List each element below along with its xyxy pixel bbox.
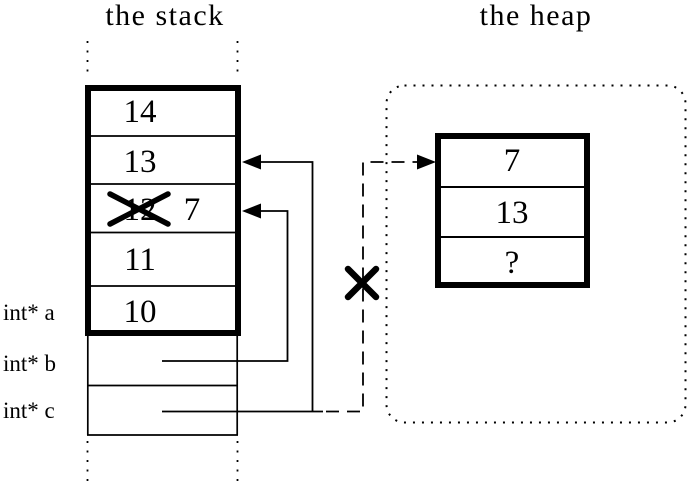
stack-row-dividers <box>91 135 235 287</box>
stack-cell-value: 11 <box>124 242 156 278</box>
arrowhead-into-stack-cell-13-icon <box>242 154 261 170</box>
invalid-pointer-x-icon <box>344 265 380 301</box>
variable-label-c: int* c <box>3 398 55 423</box>
heap-row-dividers <box>441 186 584 238</box>
stack-frame-box <box>85 85 241 336</box>
heap-cell-value: 13 <box>496 195 529 231</box>
variable-label-b: int* b <box>3 351 56 376</box>
arrowhead-into-heap-icon <box>417 154 436 170</box>
stack-column-dotted-guides <box>86 41 239 488</box>
stack-title: the stack <box>105 0 224 32</box>
pointer-b-line <box>162 210 289 362</box>
strikethrough-x-icon <box>107 191 171 227</box>
pointer-variable-slots <box>86 336 239 436</box>
heap-title: the heap <box>480 0 593 32</box>
heap-cell-value: 7 <box>504 143 521 179</box>
stack-cell-value: 10 <box>124 294 157 330</box>
arrowhead-into-stack-cell-7-icon <box>242 203 261 219</box>
heap-cell-value: ? <box>505 245 520 281</box>
stack-cell-value: 13 <box>124 144 157 180</box>
variable-label-a: int* a <box>3 300 55 325</box>
stack-cell-value: 14 <box>124 94 157 130</box>
stack-cell-new-value: 7 <box>184 192 201 228</box>
pointer-c-line <box>162 161 323 413</box>
heap-object-box <box>435 133 590 288</box>
heap-region-outline <box>385 84 687 424</box>
dangling-pointer-dashed-line <box>326 161 417 413</box>
